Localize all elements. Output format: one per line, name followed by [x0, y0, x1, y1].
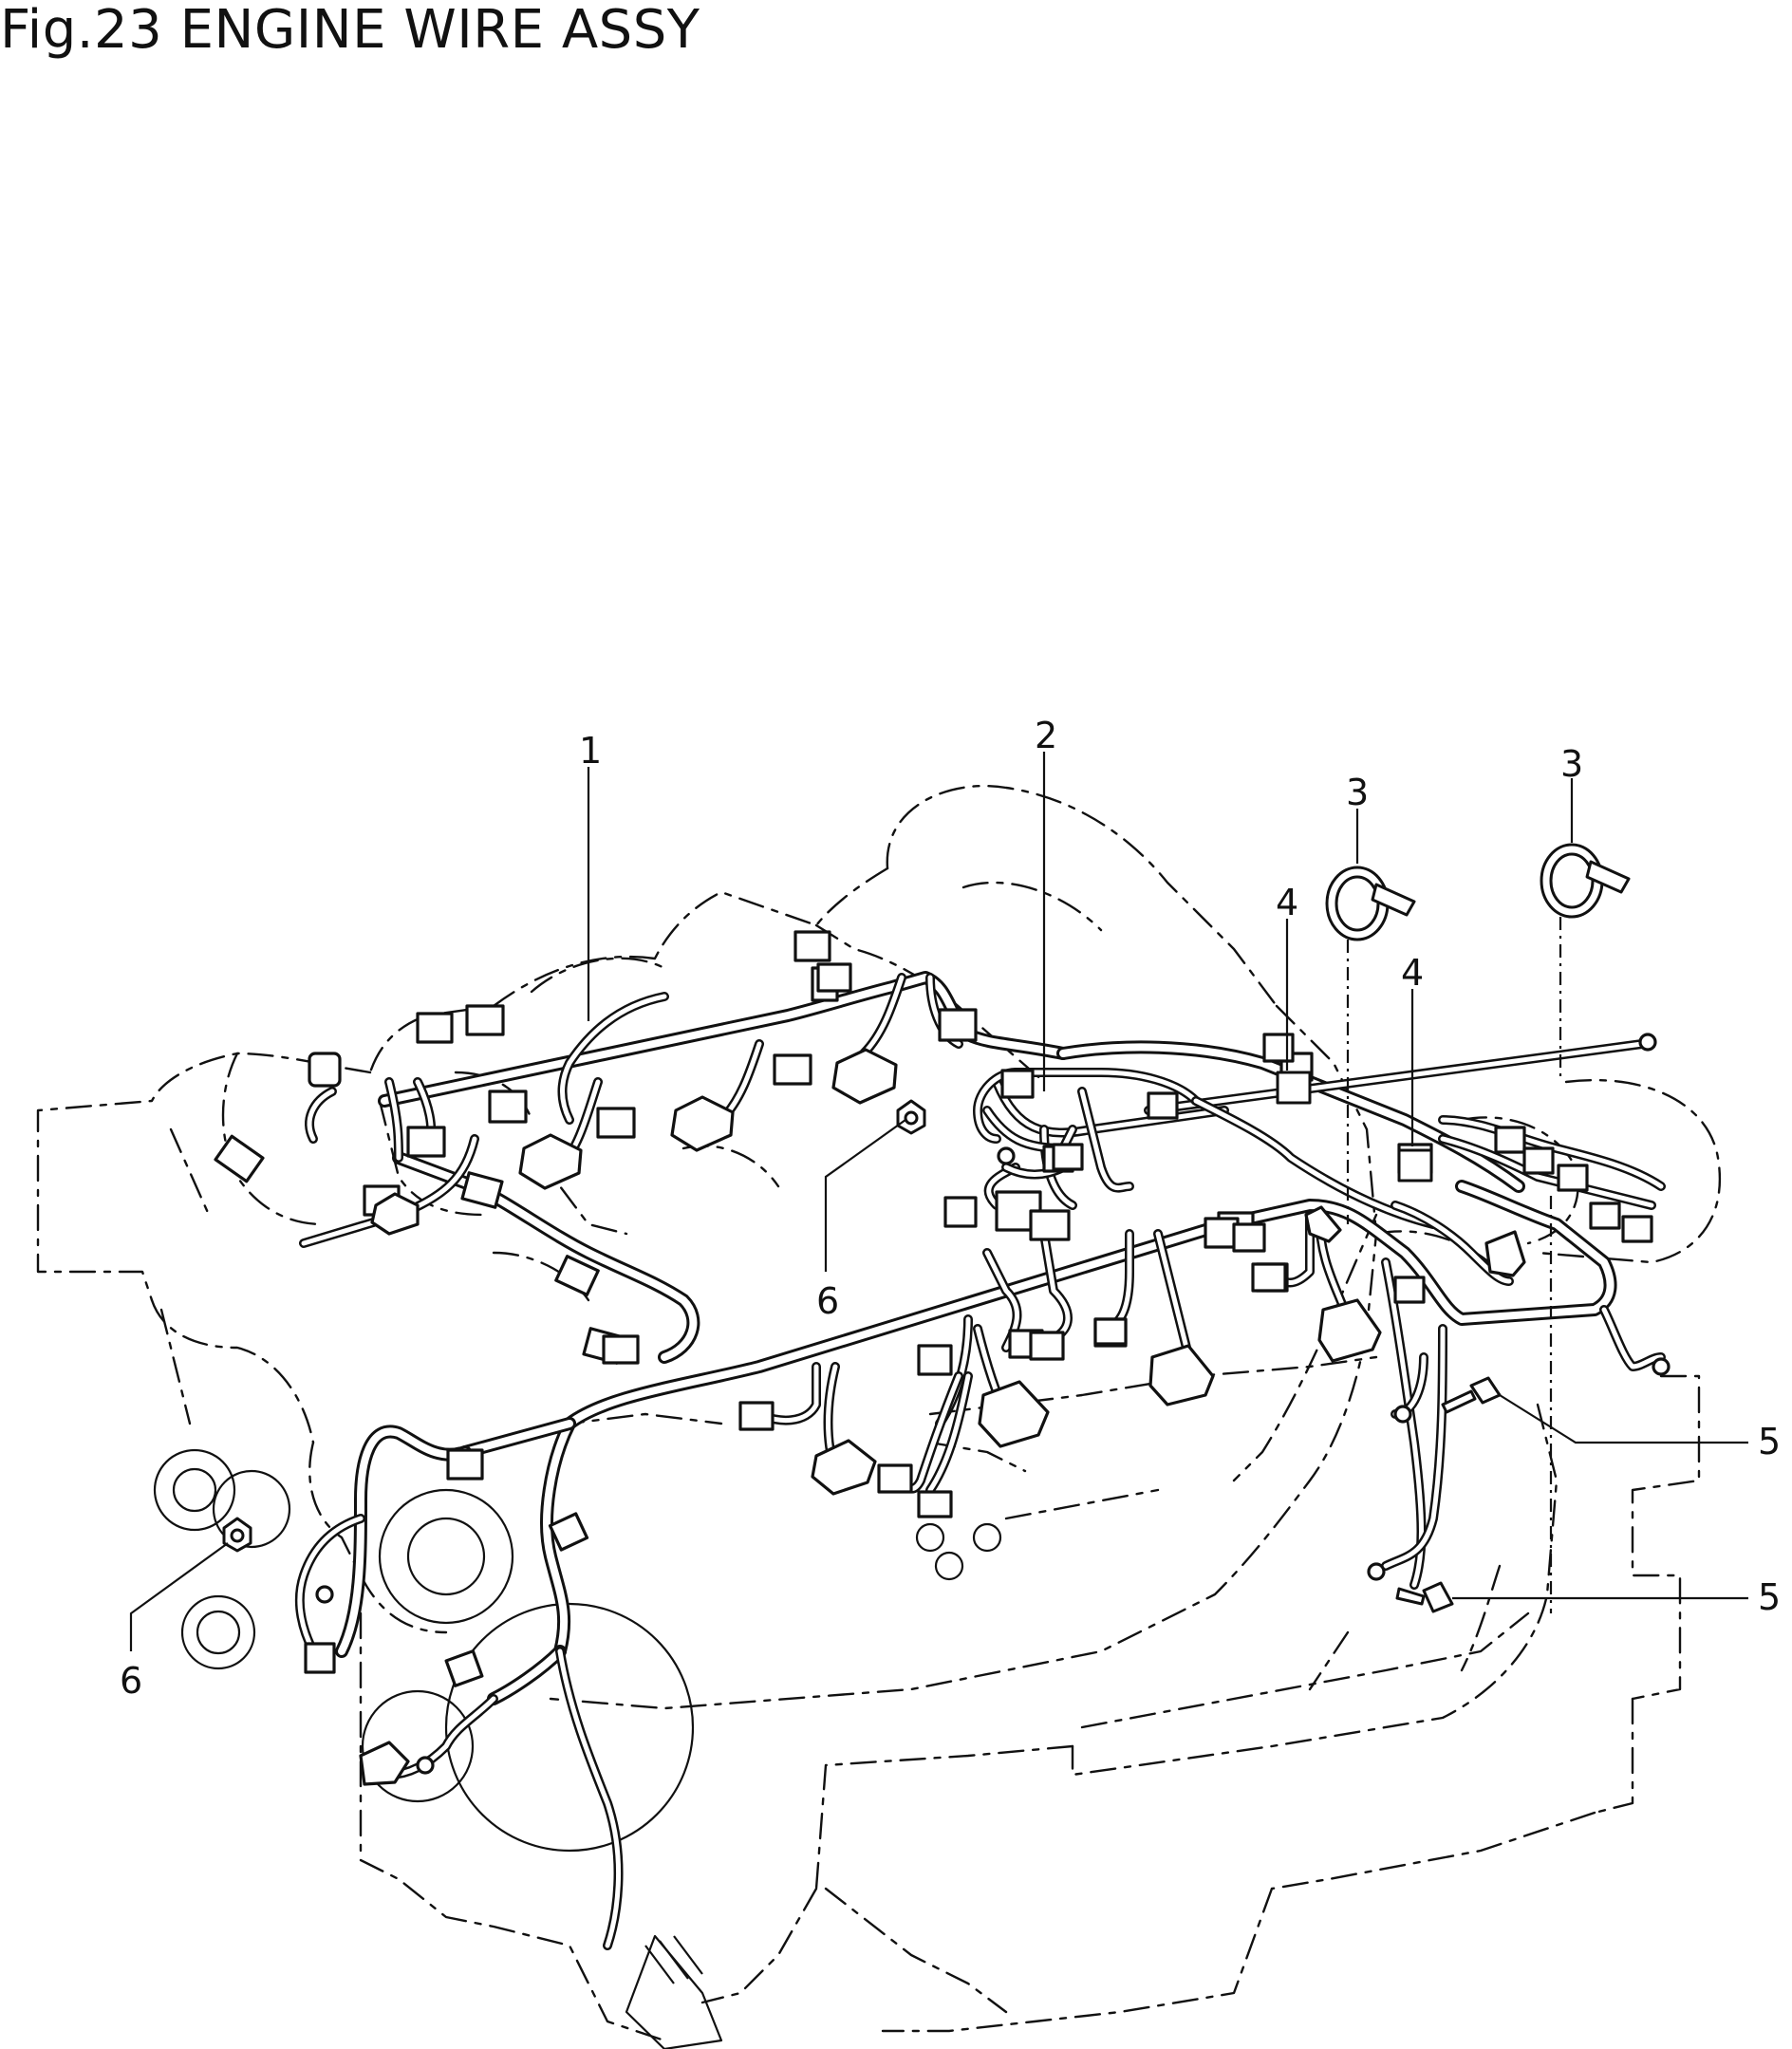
- connector: [1232, 1222, 1266, 1253]
- connector: [1621, 1215, 1653, 1243]
- connector: [738, 1401, 775, 1431]
- ring-terminal: [1638, 1033, 1657, 1052]
- connector: [793, 930, 831, 962]
- connector: [670, 1095, 735, 1152]
- band-clamp-right: [1540, 843, 1631, 919]
- connector: [214, 1134, 265, 1183]
- connector: [978, 1380, 1050, 1448]
- connector: [816, 962, 852, 993]
- callout-2: 2: [1035, 715, 1057, 756]
- connector: [1052, 1143, 1084, 1171]
- connector: [811, 1439, 877, 1496]
- connector: [416, 1012, 454, 1044]
- callout-6-lower: 6: [120, 1660, 142, 1702]
- connector: [1494, 1126, 1526, 1154]
- callout-3-right: 3: [1560, 743, 1583, 785]
- connector: [1093, 1317, 1128, 1346]
- sub-harness: [973, 1068, 1666, 1286]
- connector: [406, 1126, 446, 1158]
- figure-title: Fig.23 ENGINE WIRE ASSY: [0, 0, 700, 61]
- engine-outline: [36, 784, 1722, 2042]
- connector: [548, 1512, 589, 1552]
- connector: [1589, 1201, 1621, 1230]
- connector: [554, 1255, 600, 1296]
- callout-1: 1: [579, 730, 602, 772]
- callout-6-upper: 6: [816, 1280, 839, 1322]
- connector: [1148, 1344, 1215, 1406]
- connector: [773, 1053, 812, 1086]
- ring-terminal: [315, 1585, 334, 1604]
- connector: [938, 1008, 978, 1042]
- callout-5-lower: 5: [1758, 1576, 1781, 1618]
- callouts: 1 2 3 3 4 4 5 5 6 6: [120, 715, 1781, 1702]
- grommet-right: [1397, 1148, 1433, 1183]
- connector: [304, 1642, 336, 1674]
- connector: [1557, 1164, 1589, 1192]
- connector: [1393, 1276, 1426, 1304]
- connectors: [214, 930, 1671, 1786]
- callout-5-upper: 5: [1758, 1421, 1781, 1462]
- connector: [877, 1463, 913, 1494]
- connector: [1522, 1146, 1555, 1175]
- connector: [1304, 1205, 1342, 1243]
- connector: [1029, 1209, 1071, 1241]
- engine-pulleys: [153, 1448, 1002, 2049]
- connector: [943, 1196, 978, 1228]
- main-harness: [294, 971, 1666, 1950]
- callout-3-left: 3: [1346, 772, 1369, 813]
- leader-lines: [129, 752, 1748, 1651]
- grommet-left: [1276, 1071, 1312, 1105]
- connector: [1262, 1033, 1295, 1063]
- connector: [518, 1133, 583, 1190]
- connector: [917, 1344, 953, 1376]
- connector: [308, 1052, 342, 1088]
- nut-lower: [222, 1517, 252, 1553]
- ring-terminal: [997, 1146, 1016, 1165]
- connector: [1251, 1262, 1287, 1293]
- connector: [1029, 1331, 1065, 1361]
- connector: [460, 1171, 504, 1209]
- connector: [831, 1048, 898, 1105]
- connector: [359, 1741, 410, 1786]
- ring-terminal: [416, 1756, 435, 1775]
- connector: [596, 1107, 636, 1139]
- connector: [917, 1490, 953, 1518]
- ring-terminal: [1652, 1357, 1671, 1376]
- nut-upper: [896, 1099, 926, 1135]
- connector: [446, 1448, 484, 1481]
- connector: [602, 1334, 640, 1365]
- connector: [488, 1090, 528, 1124]
- ring-terminal: [1367, 1562, 1386, 1581]
- callout-4-right: 4: [1401, 952, 1424, 994]
- band-clamp-left: [1325, 866, 1416, 941]
- connector: [1484, 1230, 1526, 1277]
- connector: [1317, 1298, 1382, 1363]
- connector: [465, 1004, 505, 1036]
- ring-terminal: [1393, 1405, 1412, 1424]
- bolt-lower: [1395, 1581, 1454, 1613]
- callout-4-left: 4: [1276, 882, 1298, 923]
- connector: [370, 1192, 420, 1236]
- connector: [444, 1649, 484, 1687]
- connector: [1000, 1069, 1035, 1099]
- bolt-upper: [1441, 1376, 1502, 1414]
- connector: [1147, 1091, 1179, 1120]
